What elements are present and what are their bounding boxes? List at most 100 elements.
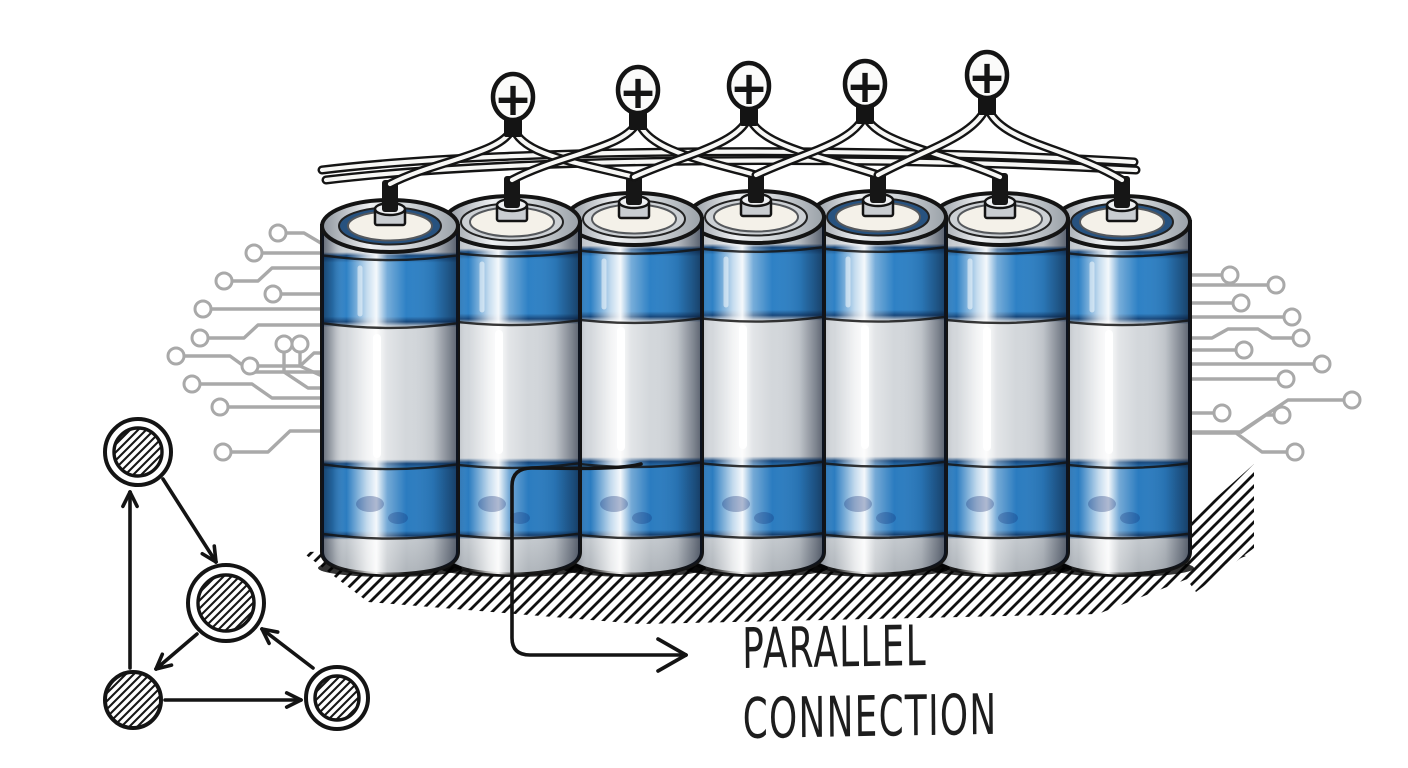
band-line [323,463,457,471]
arrow-line [161,477,218,564]
network-node [313,674,361,722]
leader-arrow-head [656,637,688,657]
band-line [933,247,1067,255]
marker-blotch [844,496,872,512]
trace-node [210,397,230,417]
battery-cell [440,176,584,577]
marker-blotch [998,512,1018,524]
band-line [811,315,945,323]
trace-node [1231,293,1251,313]
band-line [1055,319,1189,327]
band-line [567,317,701,325]
band-line [1055,532,1189,540]
wire-stub [748,171,764,203]
leader-line [510,462,688,657]
band-line [689,246,823,254]
band-line [1055,250,1189,258]
band-line [933,461,1067,469]
trace-node [263,284,283,304]
plus-icon: + [619,65,658,119]
label-leader-arrow [510,462,688,673]
parallel-connection-label: PARALLEL CONNECTION [742,611,998,755]
arrow-head [284,698,303,709]
circuit-trace [1168,398,1344,434]
circuit-traces-right [1168,265,1362,462]
battery-cell [318,180,462,577]
band-line [811,246,945,254]
plus-icon: + [494,72,533,126]
arrow-head [260,627,271,646]
terminal-circle [842,58,888,110]
trace-node [1285,442,1305,462]
wire-core [984,102,1125,183]
band-line [323,254,457,262]
marker-blotch [754,512,774,524]
battery-cells [318,171,1194,577]
plus-terminal: + [964,49,1010,115]
network-node [196,573,256,633]
terminal-circle [726,60,772,112]
marker-blotch [632,512,652,524]
arrow-head [200,551,218,564]
wire-stub [626,173,642,205]
wire-stub [1114,176,1130,208]
battery-shading [444,222,580,575]
band-line [689,532,823,540]
connection-wires [317,100,1141,189]
battery-cell [562,173,706,577]
arrow-head [121,490,132,509]
plus-terminal: + [615,64,661,130]
trace-node [1342,390,1362,410]
band-line [567,247,701,255]
wire-core [319,149,1137,173]
marker-blotch [722,496,750,512]
wire-stub [992,173,1008,205]
arrow-head [284,691,303,702]
trace-node [1282,307,1302,327]
band-line [323,532,457,540]
arrow-head [154,663,174,671]
band-line [445,250,579,258]
marker-blotch [1120,512,1140,524]
arrow-line [154,632,199,671]
circuit-trace [1168,431,1287,454]
network-node [112,426,164,478]
label-line-1: PARALLEL [742,613,928,682]
trace-node [213,442,233,462]
plus-terminal: + [842,58,888,124]
terminal-circle [615,64,661,116]
network-node [103,670,163,730]
terminal-circle [490,71,536,123]
plus-icon: + [730,61,769,115]
battery-cell [1050,176,1194,577]
arrow-line [260,627,315,670]
plus-icon: + [968,50,1007,104]
battery-shading [1054,222,1190,575]
circuit-traces-left [166,223,337,462]
battery-cell [928,173,1072,577]
trace-node [244,243,264,263]
arrow-head [260,627,280,634]
trace-node [1234,340,1254,360]
leader-arrow-head [656,653,688,673]
wire-stub [504,176,520,208]
plus-icon: + [846,59,885,113]
trace-node [214,271,234,291]
trace-node [268,223,288,243]
trace-node [1291,328,1311,348]
trace-node [290,334,310,354]
trace-node [1266,275,1286,295]
trace-node [193,299,213,319]
battery-shading [688,217,824,575]
band-line [567,532,701,540]
battery-shading [566,219,702,575]
plus-terminals: + + + + + [490,49,1010,137]
marker-blotch [478,496,506,512]
plus-terminal: + [726,60,772,126]
marker-blotch [966,496,994,512]
trace-node [1312,354,1332,374]
circuit-trace [200,382,336,400]
terminal-circle [964,49,1010,101]
